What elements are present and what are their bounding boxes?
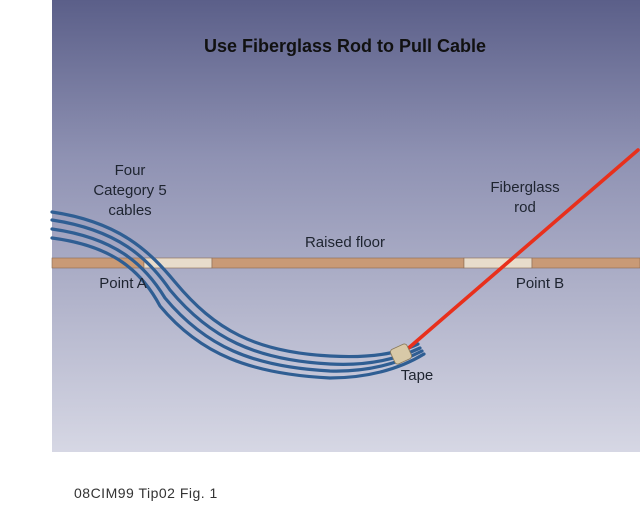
cable-4 xyxy=(50,236,426,380)
cable-1 xyxy=(50,210,420,359)
floor-segment-middle xyxy=(211,257,465,269)
diagram-title: Use Fiberglass Rod to Pull Cable xyxy=(204,36,486,56)
category-5-cables xyxy=(50,210,426,380)
rod-label-line2: rod xyxy=(514,199,536,216)
raised-floor-label: Raised floor xyxy=(305,234,385,251)
tape-wrap xyxy=(390,343,412,365)
cables-label-line1: Four xyxy=(115,162,146,179)
cable-2 xyxy=(50,218,422,366)
cables-label-line3: cables xyxy=(108,202,151,219)
cable-3 xyxy=(50,227,424,373)
rod-label-line1: Fiberglass xyxy=(490,179,559,196)
tape-label: Tape xyxy=(401,367,434,384)
point-b-label: Point B xyxy=(516,275,564,292)
point-a-label: Point A xyxy=(99,275,147,292)
floor-segment-right xyxy=(531,257,640,269)
raised-floor xyxy=(51,257,640,269)
figure-caption: 08CIM99 Tip02 Fig. 1 xyxy=(74,485,218,501)
fiberglass-rod xyxy=(402,148,640,354)
cables-label-line2: Category 5 xyxy=(93,182,166,199)
floor-opening-b xyxy=(463,257,533,269)
